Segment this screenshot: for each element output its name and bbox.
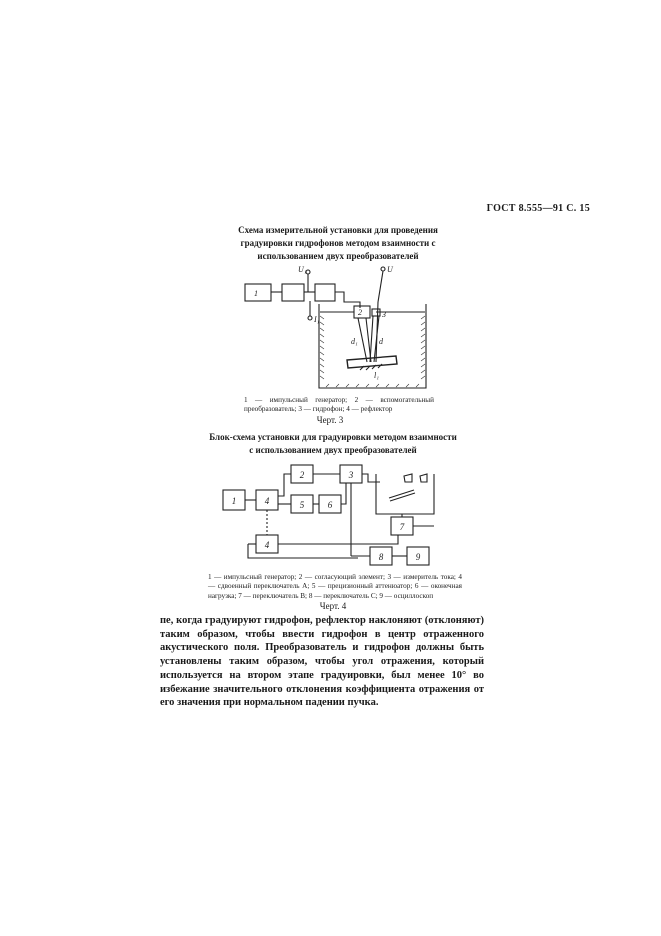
fig3-label-3: 3 [381, 310, 386, 319]
fig4-label-1: 1 [232, 496, 237, 506]
figure-3-caption: Схема измерительной установки для провед… [238, 225, 438, 261]
figure-4-diagram: 1 4 2 3 5 6 7 4 8 9 [222, 464, 435, 566]
fig4-label-5: 5 [300, 500, 305, 510]
fig3-label-u: U [387, 265, 394, 274]
fig3-label-i1: I₁ [313, 315, 320, 324]
fig3-label-d1: d₁ [351, 337, 358, 346]
body-paragraph-text: пе, когда градуируют гидрофон, рефлектор… [160, 615, 484, 709]
fig3-reflector-4 [346, 355, 398, 369]
fig3-transducer-2 [353, 305, 371, 319]
page-header: ГОСТ 8.555—91 С. 15 [486, 203, 590, 214]
fig3-block-b [314, 283, 336, 302]
body-paragraph: пе, когда градуируют гидрофон, рефлектор… [160, 614, 484, 710]
fig4-label-3: 3 [348, 470, 354, 480]
fig4-label-7: 7 [400, 522, 405, 532]
fig3-label-2: 2 [358, 308, 362, 317]
fig3-hydrophone-3 [371, 308, 381, 317]
fig3-block-1 [244, 283, 272, 302]
figure-4-legend: 1 — импульсный генератор; 2 — согласующи… [208, 573, 462, 600]
fig4-label-6: 6 [328, 500, 333, 510]
figure-4-label: Черт. 4 [319, 601, 347, 611]
fig4-label-4b: 4 [265, 540, 270, 550]
fig3-label-d: d [379, 337, 384, 346]
fig3-label-u1: U₁ [298, 265, 307, 274]
figure-3-diagram: 1 U₁ U I₁ 2 3 d₁ d l₁ [244, 265, 427, 389]
fig4-label-2: 2 [300, 470, 305, 480]
fig4-label-8: 8 [379, 552, 384, 562]
fig3-label-1: 1 [254, 289, 258, 298]
figure-3-legend: 1 — импульсный генератор; 2 — вспомогате… [244, 396, 434, 414]
fig4-label-4a: 4 [265, 496, 270, 506]
fig3-block-a [281, 283, 305, 302]
figure-4-caption: Блок-схема установки для градуировки мет… [209, 432, 457, 455]
fig3-label-l1: l₁ [374, 371, 379, 380]
figure-3-label: Черт. 3 [316, 415, 344, 425]
fig4-label-9: 9 [416, 552, 421, 562]
